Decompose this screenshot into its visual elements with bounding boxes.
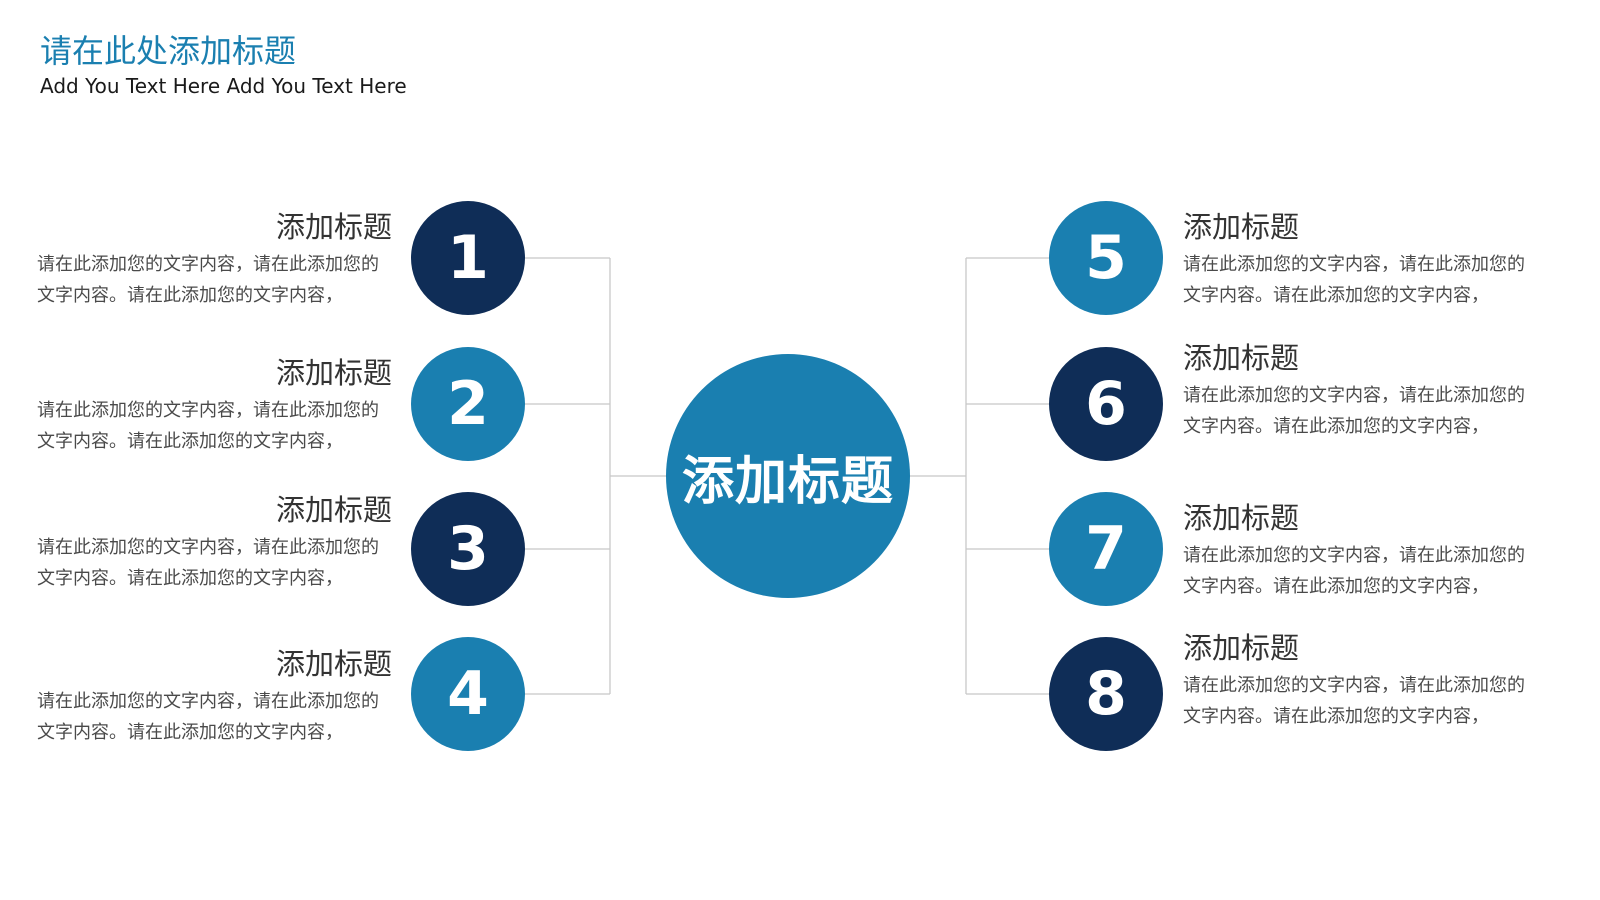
item-5-description: 请在此添加您的文字内容，请在此添加您的文字内容。请在此添加您的文字内容，	[1183, 254, 1525, 306]
item-3-description: 请在此添加您的文字内容，请在此添加您的文字内容。请在此添加您的文字内容，	[37, 537, 379, 589]
item-8-title: 添加标题	[1183, 631, 1300, 665]
item-1-number-circle: 1	[411, 201, 525, 315]
item-1-title: 添加标题	[275, 210, 392, 244]
center-hub-label: 添加标题	[681, 451, 894, 512]
item-1-description: 请在此添加您的文字内容，请在此添加您的文字内容。请在此添加您的文字内容，	[37, 254, 379, 306]
item-4-number: 4	[447, 659, 489, 729]
item-6-number-circle: 6	[1049, 347, 1163, 461]
item-3-title: 添加标题	[275, 493, 392, 527]
item-7-title: 添加标题	[1183, 501, 1300, 535]
item-2-title: 添加标题	[275, 356, 392, 390]
item-2-number-circle: 2	[411, 347, 525, 461]
item-4-description: 请在此添加您的文字内容，请在此添加您的文字内容。请在此添加您的文字内容，	[37, 691, 379, 743]
item-4-title: 添加标题	[275, 647, 392, 681]
item-3-number: 3	[447, 514, 489, 584]
item-6-number: 6	[1085, 369, 1127, 439]
item-8-number-circle: 8	[1049, 637, 1163, 751]
item-5-title: 添加标题	[1183, 210, 1300, 244]
item-6-description: 请在此添加您的文字内容，请在此添加您的文字内容。请在此添加您的文字内容，	[1183, 385, 1525, 437]
page-title: 请在此处添加标题	[40, 32, 297, 70]
center-hub-circle: 添加标题	[666, 354, 910, 598]
item-7-number-circle: 7	[1049, 492, 1163, 606]
item-2-description: 请在此添加您的文字内容，请在此添加您的文字内容。请在此添加您的文字内容，	[37, 400, 379, 452]
item-8-number: 8	[1085, 659, 1127, 729]
item-3-number-circle: 3	[411, 492, 525, 606]
item-6-title: 添加标题	[1183, 341, 1300, 375]
item-2-number: 2	[447, 369, 489, 439]
item-1-number: 1	[447, 223, 489, 293]
item-5-number-circle: 5	[1049, 201, 1163, 315]
page-subtitle: Add You Text Here Add You Text Here	[40, 74, 407, 98]
item-7-description: 请在此添加您的文字内容，请在此添加您的文字内容。请在此添加您的文字内容，	[1183, 545, 1525, 597]
item-7-number: 7	[1085, 514, 1127, 584]
item-5-number: 5	[1085, 223, 1127, 293]
item-8-description: 请在此添加您的文字内容，请在此添加您的文字内容。请在此添加您的文字内容，	[1183, 675, 1525, 727]
item-4-number-circle: 4	[411, 637, 525, 751]
